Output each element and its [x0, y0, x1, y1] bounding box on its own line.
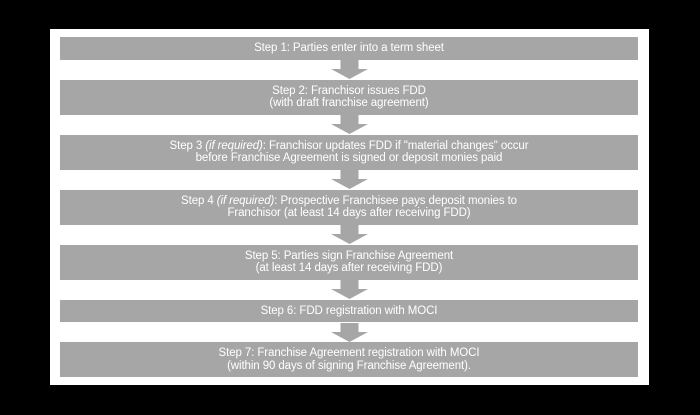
down-arrow-icon: [60, 322, 638, 342]
step-text-line: Step 6: FDD registration with MOCI: [260, 304, 438, 317]
step-text-line: Step 5: Parties sign Franchise Agreement: [244, 249, 454, 262]
down-arrow-icon: [60, 170, 638, 190]
down-arrow-icon: [60, 60, 638, 80]
step-text-line: Step 1: Parties enter into a term sheet: [254, 42, 444, 54]
step-text-line: Step 7: Franchise Agreement registration…: [218, 347, 480, 359]
step-text-line: (within 90 days of signing Franchise Agr…: [227, 359, 471, 372]
down-arrow-icon: [60, 225, 638, 245]
step-text-line: (at least 14 days after receiving FDD): [255, 262, 443, 274]
step-text-line: (with draft franchise agreement): [269, 97, 429, 109]
step-text-line: before Franchise Agreement is signed or …: [195, 152, 503, 164]
down-arrow-icon: [60, 280, 638, 300]
step-box-4: Step 4 (if required): Prospective Franch…: [60, 189, 638, 225]
step-box-6: Step 6: FDD registration with MOCI: [60, 299, 638, 322]
step-box-2: Step 2: Franchisor issues FDD(with draft…: [60, 79, 638, 115]
step-box-5: Step 5: Parties sign Franchise Agreement…: [60, 244, 638, 280]
step-box-3: Step 3 (if required): Franchisor updates…: [60, 134, 638, 170]
step-text-line: Step 3 (if required): Franchisor updates…: [169, 139, 529, 152]
step-box-7: Step 7: Franchise Agreement registration…: [60, 342, 638, 377]
step-text-line: Step 2: Franchisor issues FDD: [272, 84, 426, 97]
step-text-line: Franchisor (at least 14 days after recei…: [227, 207, 471, 219]
step-text-line: Step 4 (if required): Prospective Franch…: [181, 194, 517, 207]
step-box-1: Step 1: Parties enter into a term sheet: [60, 37, 638, 60]
down-arrow-icon: [60, 115, 638, 135]
